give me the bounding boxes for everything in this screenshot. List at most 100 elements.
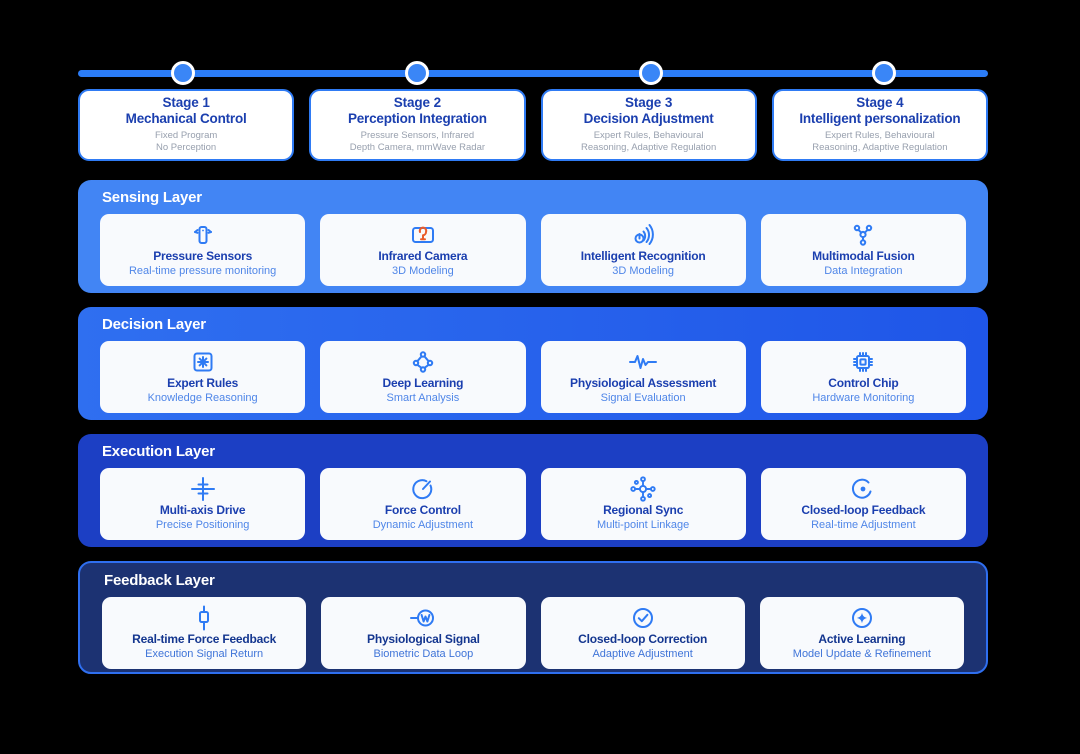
stage-number: Stage 4 [856,95,904,110]
item-card-multimodal-fusion[interactable]: Multimodal Fusion Data Integration [760,214,966,286]
layer-card-row: Multi-axis Drive Precise Positioning For… [100,468,966,540]
item-card-physiological-assessment[interactable]: Physiological Assessment Signal Evaluati… [540,341,746,413]
stage-number: Stage 2 [393,95,442,110]
item-title: Closed-loop Correction [578,632,708,646]
multi-axis-drive-icon [190,476,216,502]
stage-desc-line2: Reasoning, Adaptive Regulation [812,142,948,153]
stage-description: Fixed Program No Perception [155,130,217,154]
item-subtitle: Real-time Adjustment [811,519,916,531]
item-card-multi-axis-drive[interactable]: Multi-axis Drive Precise Positioning [100,468,306,540]
stage-card-1[interactable]: Stage 1 Mechanical Control Fixed Program… [78,89,295,161]
item-subtitle: Hardware Monitoring [812,392,915,404]
layer-panel-execution: Execution Layer Multi-axis Drive Precise… [78,434,988,547]
item-title: Physiological Signal [367,632,480,646]
closed-loop-feedback-icon [851,476,875,502]
layer-card-row: Real-time Force Feedback Execution Signa… [102,597,964,669]
stage-title: Perception Integration [347,111,487,126]
item-title: Active Learning [818,632,906,646]
stage-desc-line2: Reasoning, Adaptive Regulation [581,142,717,153]
stage-card-row: Stage 1 Mechanical Control Fixed Program… [78,89,988,161]
timeline-bar [78,70,988,77]
active-learning-icon [850,605,874,631]
item-card-control-chip[interactable]: Control Chip Hardware Monitoring [760,341,966,413]
stage-number: Stage 3 [624,95,673,110]
stage-description: Expert Rules, Behavioural Reasoning, Ada… [812,130,947,154]
pressure-sensor-icon [191,222,215,248]
item-title: Multimodal Fusion [812,249,915,263]
item-subtitle: Multi-point Linkage [596,519,690,531]
item-title: Real-time Force Feedback [132,632,277,646]
item-card-closed-loop-correction[interactable]: Closed-loop Correction Adaptive Adjustme… [540,597,745,669]
layer-panel-decision: Decision Layer Expert Rules Knowledge Re… [78,307,988,420]
regional-sync-icon [630,476,656,502]
item-title: Physiological Assessment [570,376,717,390]
item-card-active-learning[interactable]: Active Learning Model Update & Refinemen… [759,597,964,669]
stage-desc-line1: Expert Rules, Behavioural [593,130,704,141]
layer-panel-sensing: Sensing Layer Pressure Sensors Real-time… [78,180,988,293]
infrared-camera-icon [410,222,436,248]
stage-card-4[interactable]: Stage 4 Intelligent personalization Expe… [771,89,988,161]
item-title: Intelligent Recognition [580,249,706,263]
layer-title: Feedback Layer [104,572,215,589]
item-subtitle: Real-time pressure monitoring [128,265,277,277]
layer-panel-feedback: Feedback Layer Real-time Force Feedback … [78,561,988,674]
item-title: Expert Rules [167,376,239,390]
stage-title: Decision Adjustment [583,111,714,126]
item-title: Pressure Sensors [153,249,253,263]
item-subtitle: 3D Modeling [612,265,674,277]
timeline-dot-4[interactable] [872,61,897,85]
timeline-dot-1[interactable] [170,61,195,85]
item-subtitle: Execution Signal Return [145,648,264,660]
item-title: Control Chip [828,376,899,390]
item-card-intelligent-recognition[interactable]: Intelligent Recognition 3D Modeling [540,214,746,286]
stage-card-2[interactable]: Stage 2 Perception Integration Pressure … [309,89,526,161]
item-card-physiological-signal[interactable]: Physiological Signal Biometric Data Loop [321,597,526,669]
stage-title: Intelligent personalization [799,111,961,126]
item-subtitle: Signal Evaluation [600,392,686,404]
item-card-expert-rules[interactable]: Expert Rules Knowledge Reasoning [100,341,306,413]
stage-desc-line1: Fixed Program [154,130,218,141]
deep-learning-icon [411,349,435,375]
item-card-pressure-sensors[interactable]: Pressure Sensors Real-time pressure moni… [100,214,306,286]
expert-rules-icon [191,349,215,375]
item-card-regional-sync[interactable]: Regional Sync Multi-point Linkage [540,468,746,540]
physiological-signal-icon [409,605,437,631]
item-card-deep-learning[interactable]: Deep Learning Smart Analysis [320,341,526,413]
timeline-dot-3[interactable] [639,61,664,85]
multimodal-fusion-icon [851,222,875,248]
layer-card-row: Pressure Sensors Real-time pressure moni… [100,214,966,286]
item-title: Regional Sync [603,503,684,517]
layer-title: Execution Layer [102,443,215,460]
stage-desc-line1: Expert Rules, Behavioural [824,130,935,141]
stage-desc-line2: Depth Camera, mmWave Radar [349,142,486,153]
control-chip-icon [851,349,875,375]
item-subtitle: Model Update & Refinement [792,648,931,660]
item-subtitle: Smart Analysis [386,392,460,404]
layer-title: Sensing Layer [102,189,202,206]
item-card-infrared-camera[interactable]: Infrared Camera 3D Modeling [320,214,526,286]
check-circle-icon [631,605,655,631]
stage-desc-line1: Pressure Sensors, Infrared [360,130,475,141]
item-card-real-time-force-feedback[interactable]: Real-time Force Feedback Execution Signa… [102,597,307,669]
item-subtitle: Data Integration [824,265,903,277]
item-card-force-control[interactable]: Force Control Dynamic Adjustment [320,468,526,540]
item-title: Multi-axis Drive [159,503,246,517]
item-subtitle: Knowledge Reasoning [147,392,258,404]
stage-card-3[interactable]: Stage 3 Decision Adjustment Expert Rules… [540,89,757,161]
signal-recognition-icon [631,222,655,248]
item-title: Force Control [384,503,461,517]
item-title: Closed-loop Feedback [801,503,926,517]
stage-description: Expert Rules, Behavioural Reasoning, Ada… [581,130,716,154]
layer-card-row: Expert Rules Knowledge Reasoning Deep Le… [100,341,966,413]
timeline-dot-2[interactable] [404,61,429,85]
stage-title: Mechanical Control [125,111,247,126]
item-card-closed-loop-feedback[interactable]: Closed-loop Feedback Real-time Adjustmen… [760,468,966,540]
stage-desc-line2: No Perception [156,142,217,153]
force-feedback-icon [192,605,216,631]
stage-description: Pressure Sensors, Infrared Depth Camera,… [350,130,485,154]
item-subtitle: Dynamic Adjustment [372,519,473,531]
stage-number: Stage 1 [162,95,210,110]
force-control-icon [411,476,435,502]
item-title: Infrared Camera [378,249,468,263]
